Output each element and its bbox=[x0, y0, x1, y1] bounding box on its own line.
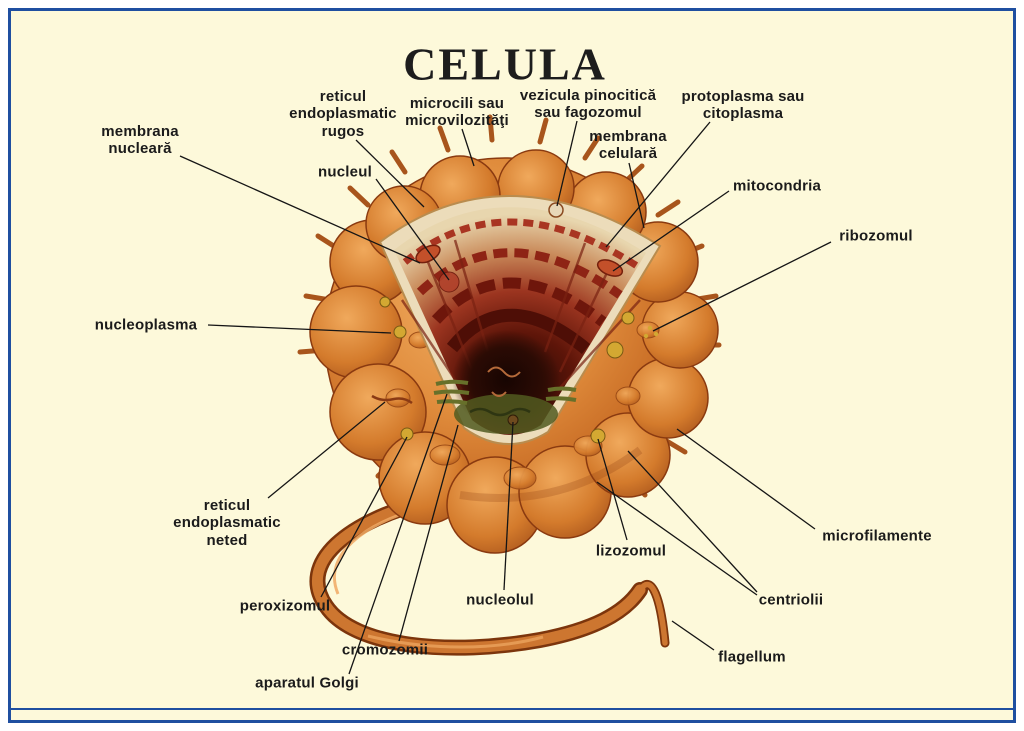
chromosome-squiggle bbox=[491, 391, 507, 397]
label-mitocondria: mitocondria bbox=[732, 177, 822, 195]
label-vezicula-pinocitica: vezicula pinocitică sau fagozomul bbox=[519, 86, 657, 121]
label-nucleolul: nucleolul bbox=[466, 591, 534, 609]
label-centriolii: centriolii bbox=[758, 591, 824, 609]
leader-membrana-celulara bbox=[628, 162, 645, 229]
smooth-er-squiggle bbox=[371, 394, 413, 405]
leader-microcili bbox=[461, 128, 475, 167]
label-peroxizomul: peroxizomul bbox=[239, 597, 331, 615]
chromosome-squiggle bbox=[487, 366, 521, 378]
leader-nucleolul bbox=[503, 421, 514, 591]
label-lizozomul: lizozomul bbox=[595, 542, 667, 560]
label-nucleul: nucleul bbox=[318, 163, 372, 181]
leader-protoplasma bbox=[605, 121, 711, 248]
leader-aparatul-golgi bbox=[348, 393, 448, 675]
leader-lizozomul bbox=[597, 438, 628, 541]
label-flagellum: flagellum bbox=[718, 648, 786, 666]
label-nucleoplasma: nucleoplasma bbox=[94, 316, 198, 334]
mitochondrion-shape bbox=[596, 259, 624, 277]
leader-mitocondria bbox=[612, 190, 730, 272]
label-membrana-celulara: membrana celulară bbox=[589, 127, 667, 162]
body-shade-crease bbox=[459, 446, 643, 502]
leader-lines bbox=[179, 120, 832, 675]
golgi-apparatus-shape bbox=[433, 379, 577, 405]
leader-microfilamente bbox=[676, 428, 816, 530]
cutaway-interior bbox=[371, 195, 662, 445]
leader-reticul-endoplasmatic-neted bbox=[267, 401, 386, 499]
leader-vezicula-pinocitica bbox=[556, 120, 578, 207]
label-cromozomii: cromozomii bbox=[341, 641, 429, 659]
leader-centriolii-2 bbox=[596, 481, 758, 596]
leader-nucleul bbox=[375, 178, 450, 281]
page-title: CELULA bbox=[403, 38, 607, 90]
leader-nucleoplasma bbox=[207, 324, 392, 334]
label-reticul-endoplasmatic-rugos: reticul endoplasmatic rugos bbox=[289, 88, 397, 140]
footer-divider bbox=[11, 708, 1013, 710]
label-protoplasma: protoplasma sau citoplasma bbox=[681, 87, 805, 122]
label-reticul-endoplasmatic-neted: reticul endoplasmatic neted bbox=[173, 497, 281, 549]
pinocytic-vesicle-shape bbox=[548, 202, 564, 218]
nucleus-shape bbox=[438, 271, 460, 293]
floor-squiggle bbox=[469, 407, 531, 417]
label-membrana-nucleara: membrana nucleară bbox=[101, 122, 179, 157]
label-ribozomul: ribozomul bbox=[839, 227, 913, 245]
surface-nodules bbox=[385, 321, 660, 490]
leader-peroxizomul bbox=[320, 436, 408, 598]
leader-reticul-endoplasmatic-rugos bbox=[355, 139, 425, 208]
ribosome-dots bbox=[643, 325, 659, 339]
label-microfilamente: microfilamente bbox=[822, 527, 932, 545]
leader-ribozomul bbox=[652, 241, 832, 332]
flagellum-tail bbox=[309, 492, 670, 656]
leader-membrana-nucleara bbox=[179, 155, 421, 264]
leader-flagellum bbox=[671, 620, 715, 651]
label-aparatul-golgi: aparatul Golgi bbox=[255, 674, 359, 692]
label-microcili: microcili sau microvilozităţi bbox=[405, 94, 509, 129]
lysosome-peroxisome-shapes bbox=[379, 296, 635, 444]
leader-cromozomii bbox=[398, 424, 459, 642]
leader-centriolii-1 bbox=[627, 450, 758, 593]
